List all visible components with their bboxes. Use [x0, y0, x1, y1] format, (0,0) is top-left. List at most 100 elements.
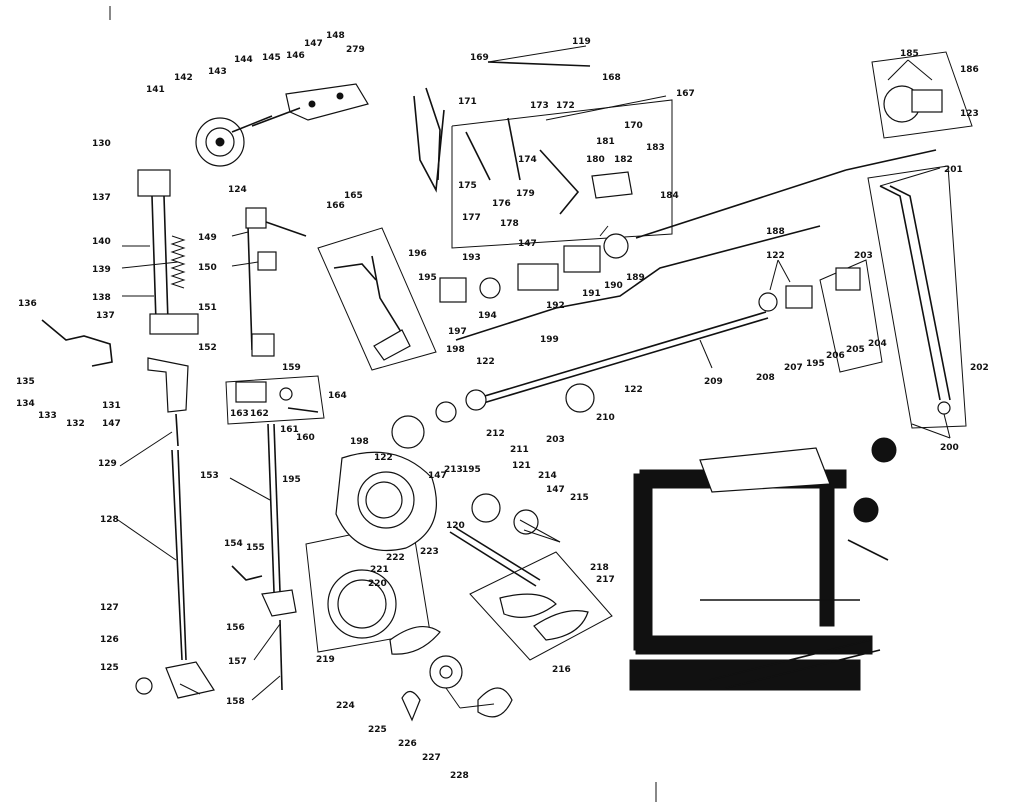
part-label-202: 202: [970, 363, 989, 373]
part-label-122b: 122: [766, 251, 785, 261]
part-label-195b: 195: [806, 359, 825, 369]
part-label-122a: 122: [476, 357, 495, 367]
part-label-139: 139: [92, 265, 111, 275]
presser-bar-bracket: [137, 169, 199, 335]
part-label-207: 207: [784, 363, 803, 373]
part-label-174: 174: [518, 155, 537, 165]
part-label-148: 148: [326, 31, 345, 41]
part-label-159: 159: [282, 363, 301, 373]
presser-lifter: [41, 319, 189, 413]
part-label-216: 216: [552, 665, 571, 675]
part-label-180: 180: [586, 155, 605, 165]
group-box-185: [871, 51, 973, 139]
part-label-176: 176: [492, 199, 511, 209]
take-up-lever-disc: [195, 115, 273, 167]
cam-follower-parts: [439, 233, 629, 303]
part-label-122c: 122: [374, 453, 393, 463]
part-label-279: 279: [346, 45, 365, 55]
feed-dog-parts: [449, 527, 589, 641]
top-left-bracket-167: [413, 87, 445, 193]
part-label-136: 136: [18, 299, 37, 309]
part-label-131: 131: [102, 401, 121, 411]
part-label-192: 192: [546, 301, 565, 311]
part-label-161: 161: [280, 425, 299, 435]
part-label-205: 205: [846, 345, 865, 355]
part-label-172: 172: [556, 101, 575, 111]
part-label-134: 134: [16, 399, 35, 409]
part-label-204: 204: [868, 339, 887, 349]
part-label-225: 225: [368, 725, 387, 735]
part-label-137b: 137: [96, 311, 115, 321]
part-label-124: 124: [228, 185, 247, 195]
part-label-133: 133: [38, 411, 57, 421]
part-label-123: 123: [960, 109, 979, 119]
part-label-182: 182: [614, 155, 633, 165]
part-label-203a: 203: [854, 251, 873, 261]
part-label-155: 155: [246, 543, 265, 553]
part-label-164: 164: [328, 391, 347, 401]
group-box-167: [451, 99, 673, 249]
part-label-138: 138: [92, 293, 111, 303]
part-label-220: 220: [368, 579, 387, 589]
part-label-208: 208: [756, 373, 775, 383]
part-label-150: 150: [198, 263, 217, 273]
group-box-200: [867, 165, 967, 429]
part-label-119: 119: [572, 37, 591, 47]
hook-race: [327, 569, 397, 639]
part-label-191: 191: [582, 289, 601, 299]
feed-eccentric-parts: [465, 61, 633, 215]
part-label-146: 146: [286, 51, 305, 61]
part-label-160: 160: [296, 433, 315, 443]
part-label-165: 165: [344, 191, 363, 201]
part-label-144: 144: [234, 55, 253, 65]
part-label-147d: 147: [428, 471, 447, 481]
part-label-149: 149: [198, 233, 217, 243]
part-label-168: 168: [602, 73, 621, 83]
needle-bar: [245, 207, 307, 691]
part-label-167: 167: [676, 89, 695, 99]
leader-lines: [117, 45, 951, 709]
part-label-219: 219: [316, 655, 335, 665]
part-label-199: 199: [540, 335, 559, 345]
part-label-175: 175: [458, 181, 477, 191]
part-label-145: 145: [262, 53, 281, 63]
part-label-195d: 195: [282, 475, 301, 485]
part-label-189: 189: [626, 273, 645, 283]
part-label-151: 151: [198, 303, 217, 313]
part-label-152: 152: [198, 343, 217, 353]
part-label-169: 169: [470, 53, 489, 63]
part-label-157: 157: [228, 657, 247, 667]
lower-shaft: [477, 311, 769, 405]
part-label-178: 178: [500, 219, 519, 229]
scan-marks: [109, 6, 657, 802]
part-label-166: 166: [326, 201, 345, 211]
part-label-190: 190: [604, 281, 623, 291]
part-label-121: 121: [512, 461, 531, 471]
part-label-184: 184: [660, 191, 679, 201]
upper-shaft: [635, 149, 937, 239]
part-label-141: 141: [146, 85, 165, 95]
part-label-196: 196: [408, 249, 427, 259]
part-labels: 119 169 168 167 170 171 172 173 174 175 …: [16, 31, 989, 781]
part-label-137: 137: [92, 193, 111, 203]
part-label-173: 173: [530, 101, 549, 111]
part-label-142: 142: [174, 73, 193, 83]
part-label-206: 206: [826, 351, 845, 361]
part-label-171: 171: [458, 97, 477, 107]
part-label-162: 162: [250, 409, 269, 419]
part-label-228: 228: [450, 771, 469, 781]
part-label-122d: 122: [624, 385, 643, 395]
part-label-217: 217: [596, 575, 615, 585]
part-label-209: 209: [704, 377, 723, 387]
part-label-156: 156: [226, 623, 245, 633]
part-label-218: 218: [590, 563, 609, 573]
part-label-212: 212: [486, 429, 505, 439]
crank-gears: [391, 415, 539, 535]
part-label-198b: 198: [350, 437, 369, 447]
part-label-185: 185: [900, 49, 919, 59]
part-label-132: 132: [66, 419, 85, 429]
part-label-210: 210: [596, 413, 615, 423]
part-label-127: 127: [100, 603, 119, 613]
part-label-179: 179: [516, 189, 535, 199]
